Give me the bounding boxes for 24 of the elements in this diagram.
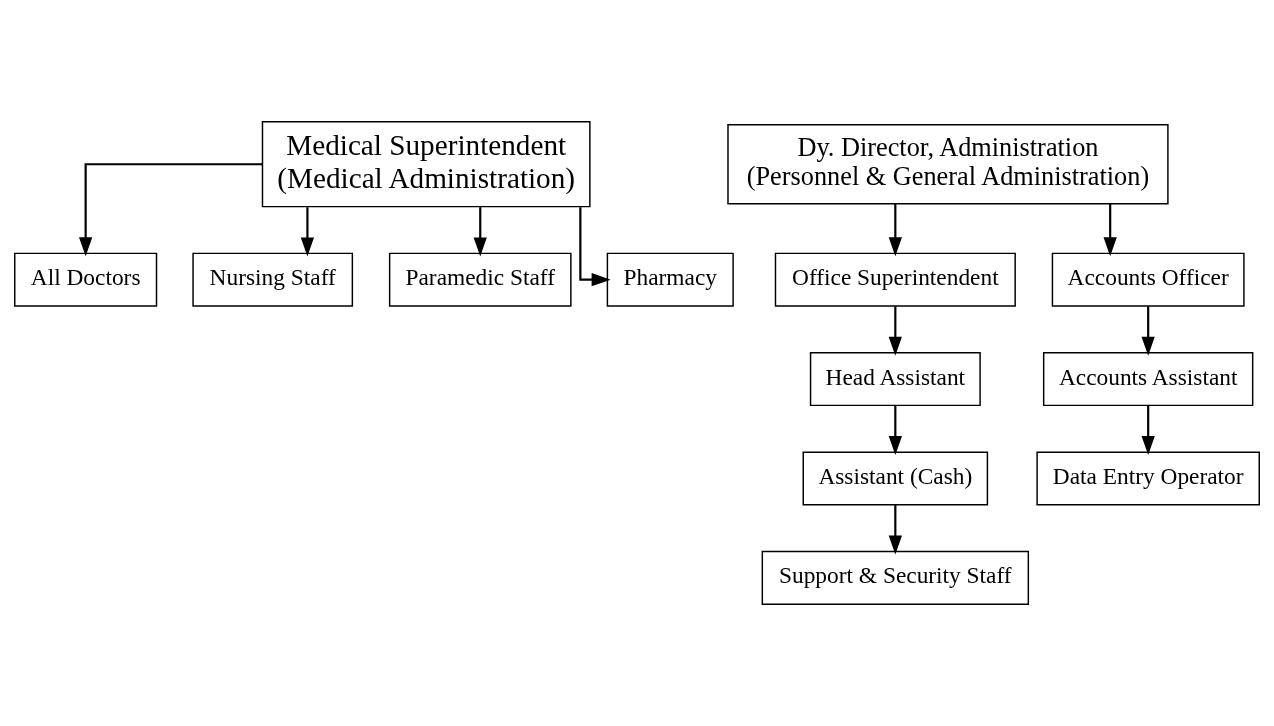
arrow: [579, 207, 611, 287]
arrow: [473, 207, 487, 257]
arrow: [888, 405, 902, 456]
arrow: [888, 203, 902, 257]
node-box: Paramedic Staff: [388, 252, 572, 307]
node-box: Data Entry Operator: [1036, 451, 1260, 506]
node-box: Office Superintendent: [774, 252, 1016, 307]
node-box: Nursing Staff: [192, 252, 354, 307]
node-box: Head Assistant: [809, 352, 981, 407]
node-box: Dy. Director, Administration (Personnel & General Administration): [727, 124, 1169, 205]
arrow: [1141, 306, 1155, 356]
node-box: All Doctors: [14, 252, 158, 307]
arrow: [78, 163, 263, 257]
arrow: [888, 505, 902, 555]
node-box: Support & Security Staff: [761, 550, 1030, 605]
arrow: [1141, 405, 1155, 456]
node-box: Medical Superintendent (Medical Administration): [261, 121, 591, 208]
arrow: [300, 207, 315, 257]
node-box: Accounts Assistant: [1042, 352, 1254, 407]
node-box: Assistant (Cash): [802, 451, 989, 506]
arrow: [1103, 203, 1117, 257]
node-box: Accounts Officer: [1051, 252, 1245, 307]
node-box: Pharmacy: [606, 252, 734, 307]
arrow: [888, 306, 902, 356]
